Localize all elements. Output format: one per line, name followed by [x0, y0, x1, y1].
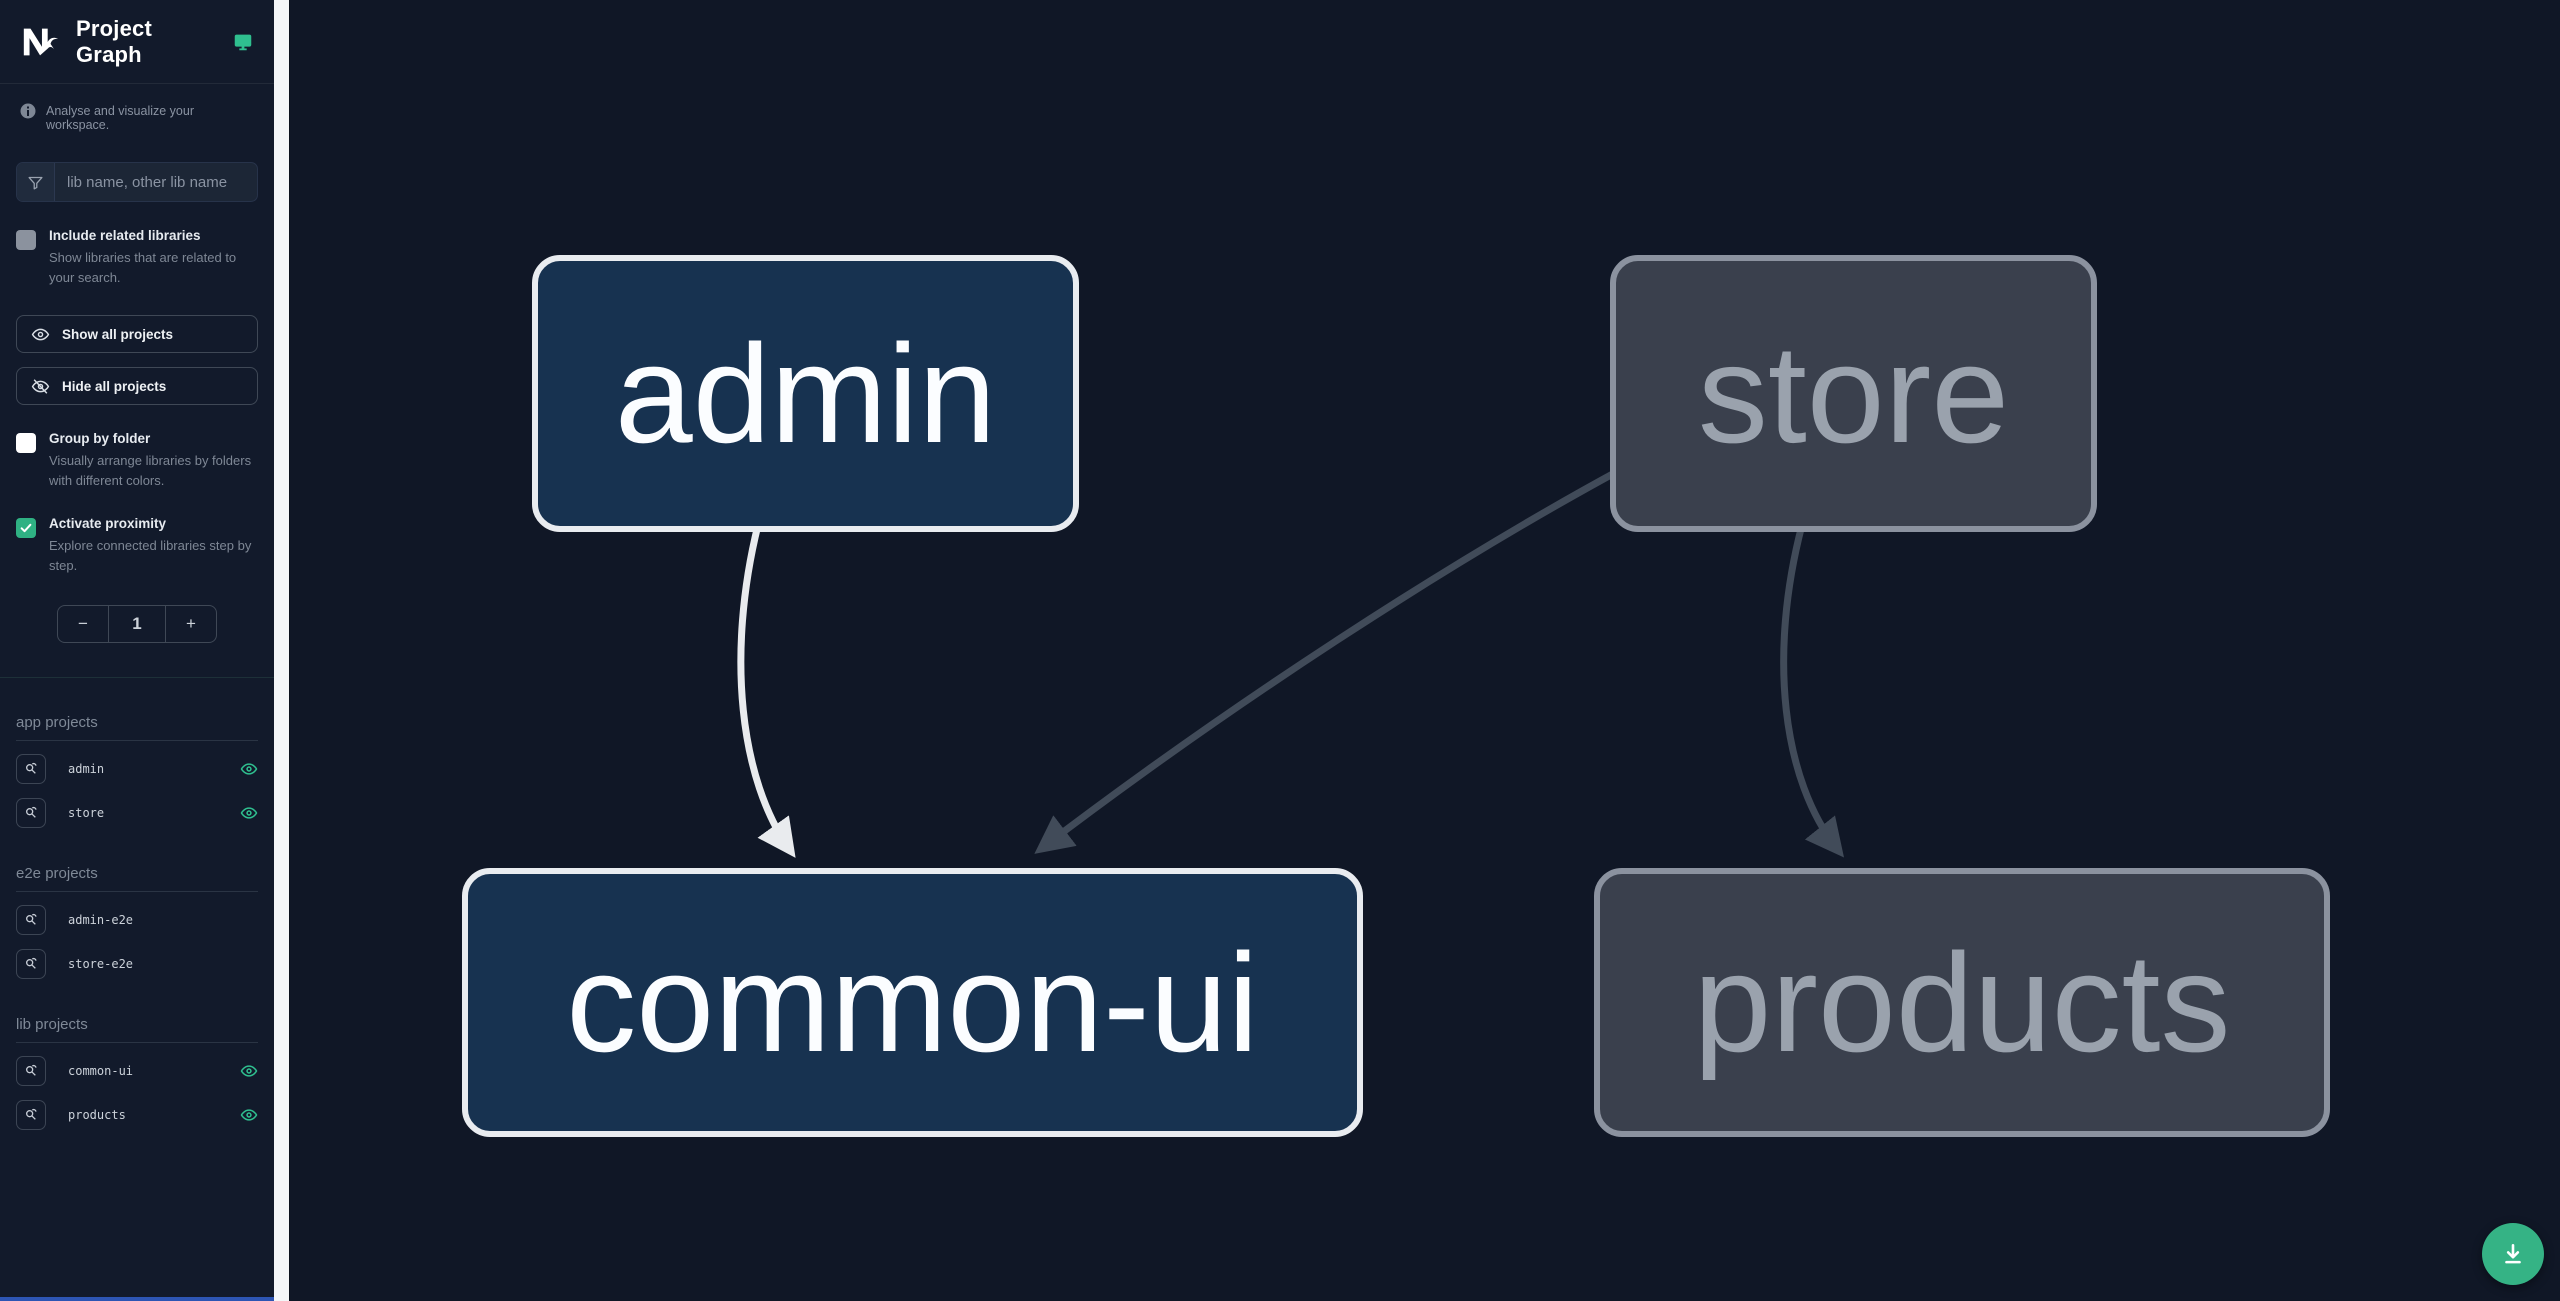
graph-canvas[interactable]: admin store common-ui products: [290, 0, 2560, 1301]
graph-node-admin[interactable]: admin: [532, 255, 1079, 532]
decrement-button[interactable]: −: [58, 606, 108, 642]
workspace-info: Analyse and visualize your workspace.: [0, 84, 274, 132]
toggle-visibility-eye-icon[interactable]: [240, 1062, 258, 1080]
monitor-icon[interactable]: [232, 31, 254, 53]
eye-icon: [31, 328, 50, 340]
project-name: store: [68, 806, 105, 820]
show-all-label: Show all projects: [62, 326, 174, 342]
toggle-visibility-eye-icon[interactable]: [240, 760, 258, 778]
focus-project-button[interactable]: [16, 798, 46, 828]
include-related-label: Include related libraries: [49, 228, 201, 243]
focus-magnifier-icon: [25, 913, 37, 925]
toggle-visibility-eye-icon[interactable]: [240, 1106, 258, 1124]
sidebar-header: Project Graph: [0, 0, 274, 84]
include-related-description: Show libraries that are related to your …: [49, 250, 237, 285]
section-title: e2e projects: [16, 865, 258, 892]
project-name: products: [68, 1108, 126, 1122]
option-include-related: Include related libraries Show libraries…: [16, 228, 258, 287]
focus-magnifier-icon: [25, 1108, 37, 1120]
activate-proximity-label: Activate proximity: [49, 516, 167, 531]
graph-node-store[interactable]: store: [1610, 255, 2097, 532]
focus-magnifier-icon: [25, 806, 37, 818]
section-title: app projects: [16, 714, 258, 741]
eye-off-icon: [31, 378, 50, 394]
project-name: admin-e2e: [68, 913, 134, 927]
page-title: Project Graph: [76, 15, 152, 67]
project-row-admin: admin: [16, 753, 258, 785]
focus-magnifier-icon: [25, 1064, 37, 1076]
project-row-products: products: [16, 1099, 258, 1131]
download-icon: [2505, 1244, 2521, 1264]
activate-proximity-checkbox[interactable]: [16, 518, 36, 538]
show-all-projects-button[interactable]: Show all projects: [16, 315, 258, 353]
edge-store-to-products: [1780, 524, 1845, 858]
edge-admin-to-common-ui: [737, 524, 796, 858]
focus-project-button[interactable]: [16, 1056, 46, 1086]
focus-project-button[interactable]: [16, 949, 46, 979]
project-row-store: store: [16, 797, 258, 829]
edge-layer: [737, 466, 1845, 858]
focus-project-button[interactable]: [16, 754, 46, 784]
project-name: store-e2e: [68, 957, 134, 971]
sidebar-scroll-indicator: [0, 1297, 274, 1301]
focus-magnifier-icon: [25, 957, 37, 969]
info-icon: [20, 103, 36, 119]
project-name: admin: [68, 762, 105, 776]
search-box: [16, 162, 258, 202]
toggle-visibility-eye-icon[interactable]: [240, 804, 258, 822]
info-text: Analyse and visualize your workspace.: [46, 104, 194, 132]
activate-proximity-description: Explore connected libraries step by step…: [49, 538, 252, 573]
download-button[interactable]: [2482, 1223, 2544, 1285]
sidebar: Project Graph Analyse and visualize your…: [0, 0, 274, 1301]
nx-logo-icon: [23, 28, 59, 55]
stepper-value: 1: [108, 606, 166, 642]
increment-button[interactable]: +: [166, 606, 216, 642]
section-app-projects: app projects admin store: [16, 714, 258, 829]
hide-all-projects-button[interactable]: Hide all projects: [16, 367, 258, 405]
project-row-store-e2e: store-e2e: [16, 948, 258, 980]
include-related-checkbox[interactable]: [16, 230, 36, 250]
group-by-folder-checkbox[interactable]: [16, 433, 36, 453]
section-lib-projects: lib projects common-ui products: [16, 1016, 258, 1131]
proximity-stepper: − 1 +: [57, 605, 217, 643]
option-group-by-folder: Group by folder Visually arrange librari…: [16, 431, 258, 490]
search-input[interactable]: [55, 163, 257, 201]
section-title: lib projects: [16, 1016, 258, 1043]
edge-store-to-common-ui: [1034, 466, 1622, 854]
project-lists: app projects admin store: [0, 714, 274, 1131]
project-row-common-ui: common-ui: [16, 1055, 258, 1087]
focus-project-button[interactable]: [16, 1100, 46, 1130]
focus-magnifier-icon: [25, 762, 37, 774]
project-row-admin-e2e: admin-e2e: [16, 904, 258, 936]
sidebar-scrollbar-gutter[interactable]: [274, 0, 290, 1301]
project-name: common-ui: [68, 1064, 134, 1078]
group-by-folder-description: Visually arrange libraries by folders wi…: [49, 453, 252, 488]
section-e2e-projects: e2e projects admin-e2e store-e2e: [16, 865, 258, 980]
sidebar-divider: [0, 677, 274, 678]
focus-project-button[interactable]: [16, 905, 46, 935]
group-by-folder-label: Group by folder: [49, 431, 151, 446]
hide-all-label: Hide all projects: [62, 378, 167, 394]
option-activate-proximity: Activate proximity Explore connected lib…: [16, 516, 258, 575]
graph-node-common-ui[interactable]: common-ui: [462, 868, 1363, 1137]
filter-icon: [17, 163, 55, 201]
graph-node-products[interactable]: products: [1594, 868, 2330, 1137]
